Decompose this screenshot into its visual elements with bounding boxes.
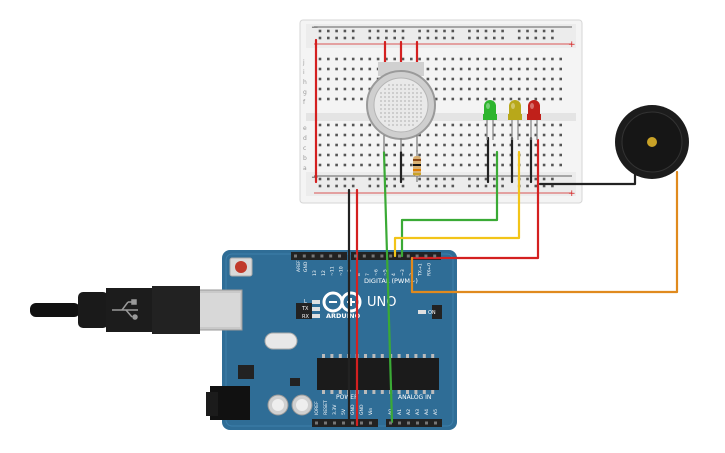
pin-label: 4 bbox=[391, 273, 397, 276]
digital-label: DIGITAL (PWM~) bbox=[364, 277, 418, 285]
wires bbox=[314, 38, 679, 427]
black-wire-buzzer[interactable] bbox=[538, 170, 637, 186]
pin-label: ~6 bbox=[374, 269, 380, 276]
header-holes bbox=[294, 254, 437, 425]
row-letter: f bbox=[303, 99, 306, 106]
sensor-mesh bbox=[380, 84, 422, 126]
aref-label: AREF bbox=[296, 260, 302, 272]
breadboard[interactable]: − + − + j i h g f e d c b a bbox=[299, 19, 583, 204]
pin-label: 13 bbox=[312, 270, 318, 276]
rail-minus-label-bottom: − bbox=[311, 173, 319, 183]
row-letter: j bbox=[302, 59, 305, 66]
row-letter: d bbox=[303, 135, 307, 142]
rail-plus-label-bottom: + bbox=[568, 189, 576, 199]
pin-label: A1 bbox=[397, 409, 403, 415]
rx-label: RX bbox=[302, 314, 309, 320]
row-letter: b bbox=[303, 155, 307, 162]
pin-label: 3.3V bbox=[332, 404, 338, 415]
resistor[interactable] bbox=[413, 150, 421, 182]
buzzer-center-icon bbox=[647, 137, 657, 147]
usb-cable[interactable] bbox=[30, 286, 200, 334]
icsp-header bbox=[432, 305, 442, 319]
pin-label: 7 bbox=[365, 273, 371, 276]
pin-label: IOREF bbox=[314, 401, 320, 415]
digital-header-left bbox=[291, 252, 347, 260]
pin-label: 8 bbox=[356, 273, 362, 276]
crystal-oscillator bbox=[264, 332, 298, 350]
power-label: POWER bbox=[336, 394, 358, 401]
pin-label: A3 bbox=[415, 409, 421, 415]
l-label: L bbox=[304, 299, 307, 305]
gnd-label: GND bbox=[303, 261, 309, 272]
led-group bbox=[483, 100, 541, 140]
pin-label: ~5 bbox=[382, 269, 388, 276]
voltage-regulator bbox=[238, 365, 254, 379]
pin-label: GND bbox=[350, 404, 356, 415]
row-letter: i bbox=[303, 69, 305, 76]
pin-label: A4 bbox=[424, 409, 430, 415]
row-letter: a bbox=[303, 165, 307, 172]
piezo-buzzer[interactable] bbox=[615, 105, 689, 179]
row-letter: c bbox=[303, 145, 306, 152]
pin-label: GND bbox=[359, 404, 365, 415]
pin-label: A2 bbox=[406, 409, 412, 415]
pin-label: 5V bbox=[341, 408, 347, 415]
pin-label: Vin bbox=[368, 408, 374, 415]
pin-label: ~3 bbox=[400, 269, 406, 276]
reset-button[interactable] bbox=[235, 261, 247, 273]
analog-header bbox=[386, 419, 442, 427]
row-letter: e bbox=[303, 125, 307, 132]
center-channel bbox=[306, 113, 576, 121]
led-yellow[interactable] bbox=[508, 100, 522, 140]
yellow-wire-led-signal[interactable] bbox=[393, 150, 521, 258]
usb-symbol-icon bbox=[112, 299, 138, 320]
pin-label: ~9 bbox=[347, 269, 353, 276]
red-wire-led-signal[interactable] bbox=[411, 138, 540, 260]
pin-label: RX←0 bbox=[426, 263, 432, 276]
arduino-wordmark: ARDUINO bbox=[326, 312, 361, 320]
pin-label: TX→1 bbox=[418, 263, 424, 277]
board-pcb bbox=[222, 250, 457, 430]
pin-label: 12 bbox=[321, 270, 327, 276]
pin-label: ~11 bbox=[330, 266, 336, 276]
usb-chip bbox=[296, 303, 312, 319]
orange-wire-buzzer[interactable] bbox=[410, 170, 679, 294]
led-green[interactable] bbox=[483, 100, 497, 140]
analog-in-label: ANALOG IN bbox=[398, 394, 431, 401]
rail-minus-label: − bbox=[311, 23, 319, 33]
led-red[interactable] bbox=[527, 100, 541, 140]
on-label: ON bbox=[428, 310, 436, 316]
breadboard-row-letters: j i h g f e d c b a bbox=[302, 59, 307, 172]
pin-label: ~10 bbox=[338, 266, 344, 276]
rail-plus-label: + bbox=[568, 40, 576, 50]
pin-label: A5 bbox=[433, 409, 439, 415]
row-letter: g bbox=[303, 89, 307, 96]
row-letter: h bbox=[303, 79, 307, 86]
tx-label: TX bbox=[301, 306, 309, 312]
gas-sensor[interactable] bbox=[366, 62, 436, 152]
pin-label: RESET bbox=[323, 400, 329, 415]
atmega-chip bbox=[317, 358, 439, 390]
uno-label: UNO bbox=[367, 295, 396, 310]
green-wire-analog[interactable] bbox=[382, 150, 394, 424]
